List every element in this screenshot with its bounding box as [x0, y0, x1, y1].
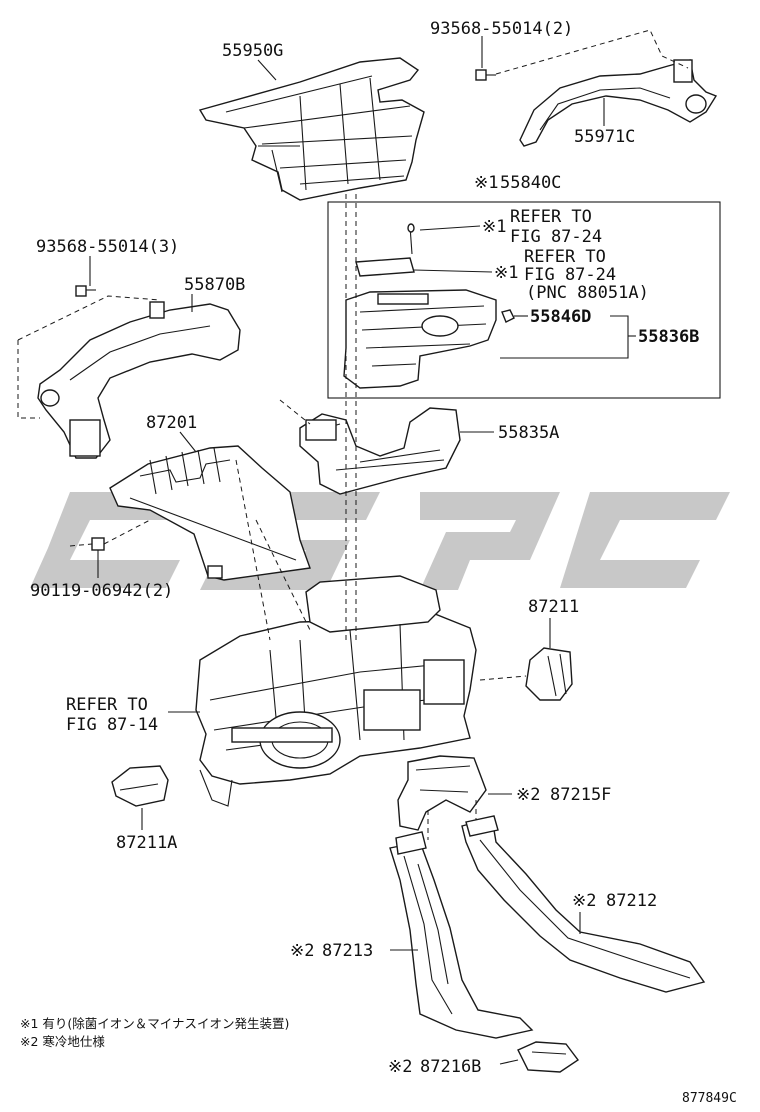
label-87212-mark: ※2 [572, 891, 596, 911]
part-87216b [517, 1041, 580, 1073]
part-55835a [299, 407, 461, 495]
part-87211a [111, 765, 169, 807]
label-93568-55014-2: 93568-55014(2) [430, 19, 573, 39]
bolt-90119 [69, 519, 151, 578]
label-55840c: 55840C [500, 173, 561, 193]
label-90119-06942: 90119-06942(2) [30, 581, 173, 601]
part-87201 [109, 445, 311, 581]
label-87215f-mark: ※2 [516, 785, 540, 805]
label-55950g: 55950G [222, 41, 283, 61]
part-87213 [389, 831, 534, 1039]
label-87201: 87201 [146, 413, 197, 433]
leader-lines [89, 36, 605, 1065]
label-87213-mark: ※2 [290, 941, 314, 961]
label-87216b-mark: ※2 [388, 1057, 412, 1077]
figure-code: 877849C [682, 1091, 737, 1106]
refer3-line-b: FIG 87-14 [66, 715, 158, 735]
part-87215f [397, 755, 487, 831]
label-55840c-mark: ※1 [474, 173, 498, 193]
label-87212: 87212 [606, 891, 657, 911]
refer2-line-a: REFER TO [524, 247, 606, 267]
refer3-line-a: REFER TO [66, 695, 148, 715]
part-87211 [525, 647, 573, 701]
label-87211: 87211 [528, 597, 579, 617]
refer2-mark: ※1 [494, 263, 518, 283]
label-55846d: 55846D [530, 307, 591, 327]
part-55971c [519, 59, 718, 147]
assembly-dashed-lines [235, 194, 527, 840]
label-93568-55014-3: 93568-55014(3) [36, 237, 179, 257]
label-55835a: 55835A [498, 423, 559, 443]
refer2-line-b: FIG 87-24 [524, 265, 616, 285]
footnote-2: ※2 寒冷地仕様 [20, 1034, 105, 1049]
refer1-line-b: FIG 87-24 [510, 227, 602, 247]
part-55836b [343, 223, 636, 389]
part-55870b [37, 301, 241, 459]
label-55971c: 55971C [574, 127, 635, 147]
refer1-mark: ※1 [482, 217, 506, 237]
footnote-1: ※1 有り(除菌イオン＆マイナスイオン発生装置) [20, 1016, 289, 1031]
label-87213: 87213 [322, 941, 373, 961]
heater-unit-assembly [195, 575, 477, 807]
part-55950g [198, 57, 425, 201]
bolt-93568-left [17, 285, 161, 419]
label-87215f: 87215F [550, 785, 611, 805]
part-87212 [461, 815, 706, 993]
label-55836b: 55836B [638, 327, 699, 347]
bolt-93568-top [475, 29, 689, 81]
label-87216b: 87216B [420, 1057, 481, 1077]
label-87211a: 87211A [116, 833, 177, 853]
subassembly-box-55840c [327, 201, 721, 399]
refer1-line-a: REFER TO [510, 207, 592, 227]
label-55870b: 55870B [184, 275, 245, 295]
refer2-line-c: (PNC 88051A) [526, 283, 649, 303]
